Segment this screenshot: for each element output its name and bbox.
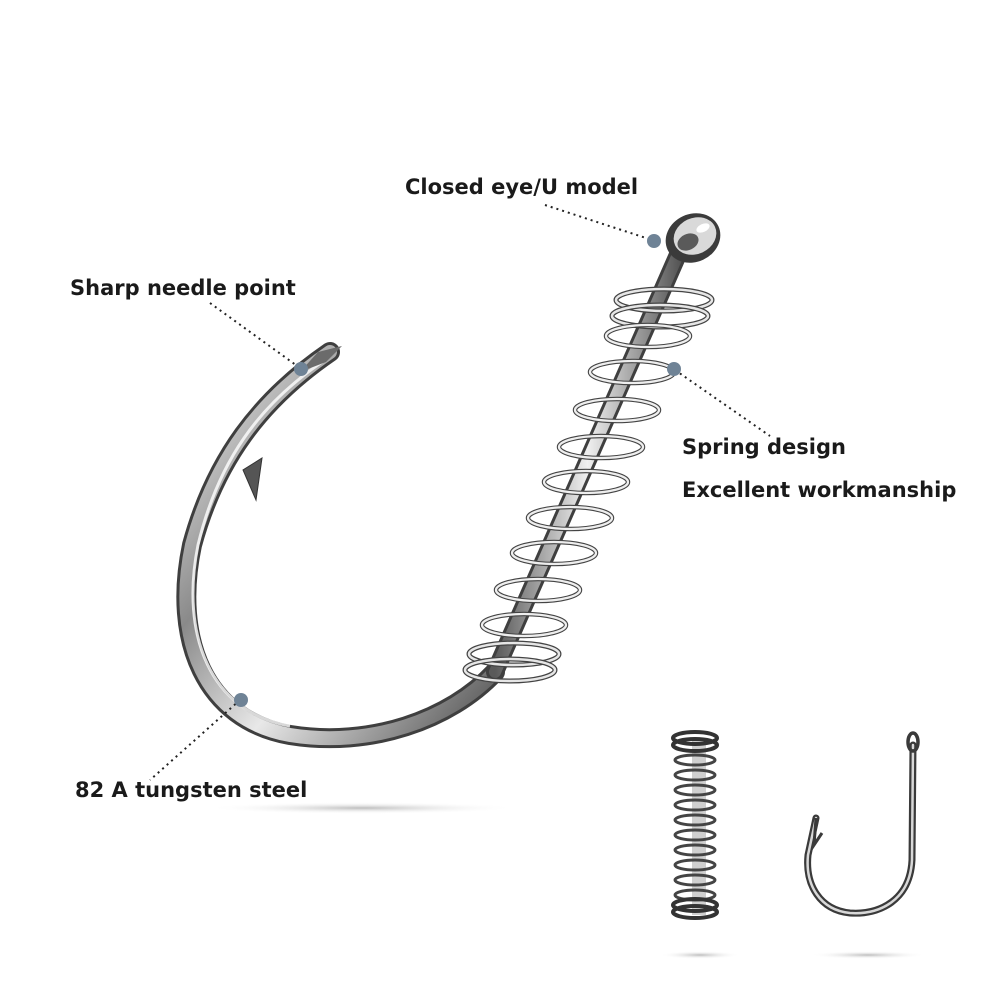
marker-sharp-point bbox=[294, 362, 308, 376]
small-hook bbox=[804, 731, 920, 917]
main-hook bbox=[176, 213, 721, 749]
small-spring-shadow bbox=[660, 951, 740, 959]
leader-spring bbox=[674, 369, 771, 437]
hook-eye bbox=[665, 213, 721, 263]
hook-bend bbox=[176, 342, 505, 749]
marker-dots bbox=[234, 234, 681, 707]
marker-closed-eye bbox=[647, 234, 661, 248]
small-hook-shadow bbox=[810, 951, 926, 959]
hook-point bbox=[300, 346, 342, 372]
hook-barb bbox=[242, 456, 263, 502]
label-closed-eye: Closed eye/U model bbox=[405, 175, 639, 199]
leader-lines bbox=[149, 204, 771, 781]
label-workmanship: Excellent workmanship bbox=[682, 478, 957, 502]
leader-closed-eye bbox=[544, 204, 653, 241]
main-hook-shadow bbox=[207, 802, 517, 814]
label-sharp-point: Sharp needle point bbox=[70, 276, 296, 300]
label-tungsten-steel: 82 A tungsten steel bbox=[75, 778, 308, 802]
leader-sharp-point bbox=[209, 302, 301, 369]
small-spring bbox=[671, 730, 719, 920]
marker-spring bbox=[667, 362, 681, 376]
label-spring-design: Spring design bbox=[682, 435, 846, 459]
marker-steel bbox=[234, 693, 248, 707]
hook-spring bbox=[462, 286, 715, 684]
leader-steel bbox=[149, 699, 241, 781]
